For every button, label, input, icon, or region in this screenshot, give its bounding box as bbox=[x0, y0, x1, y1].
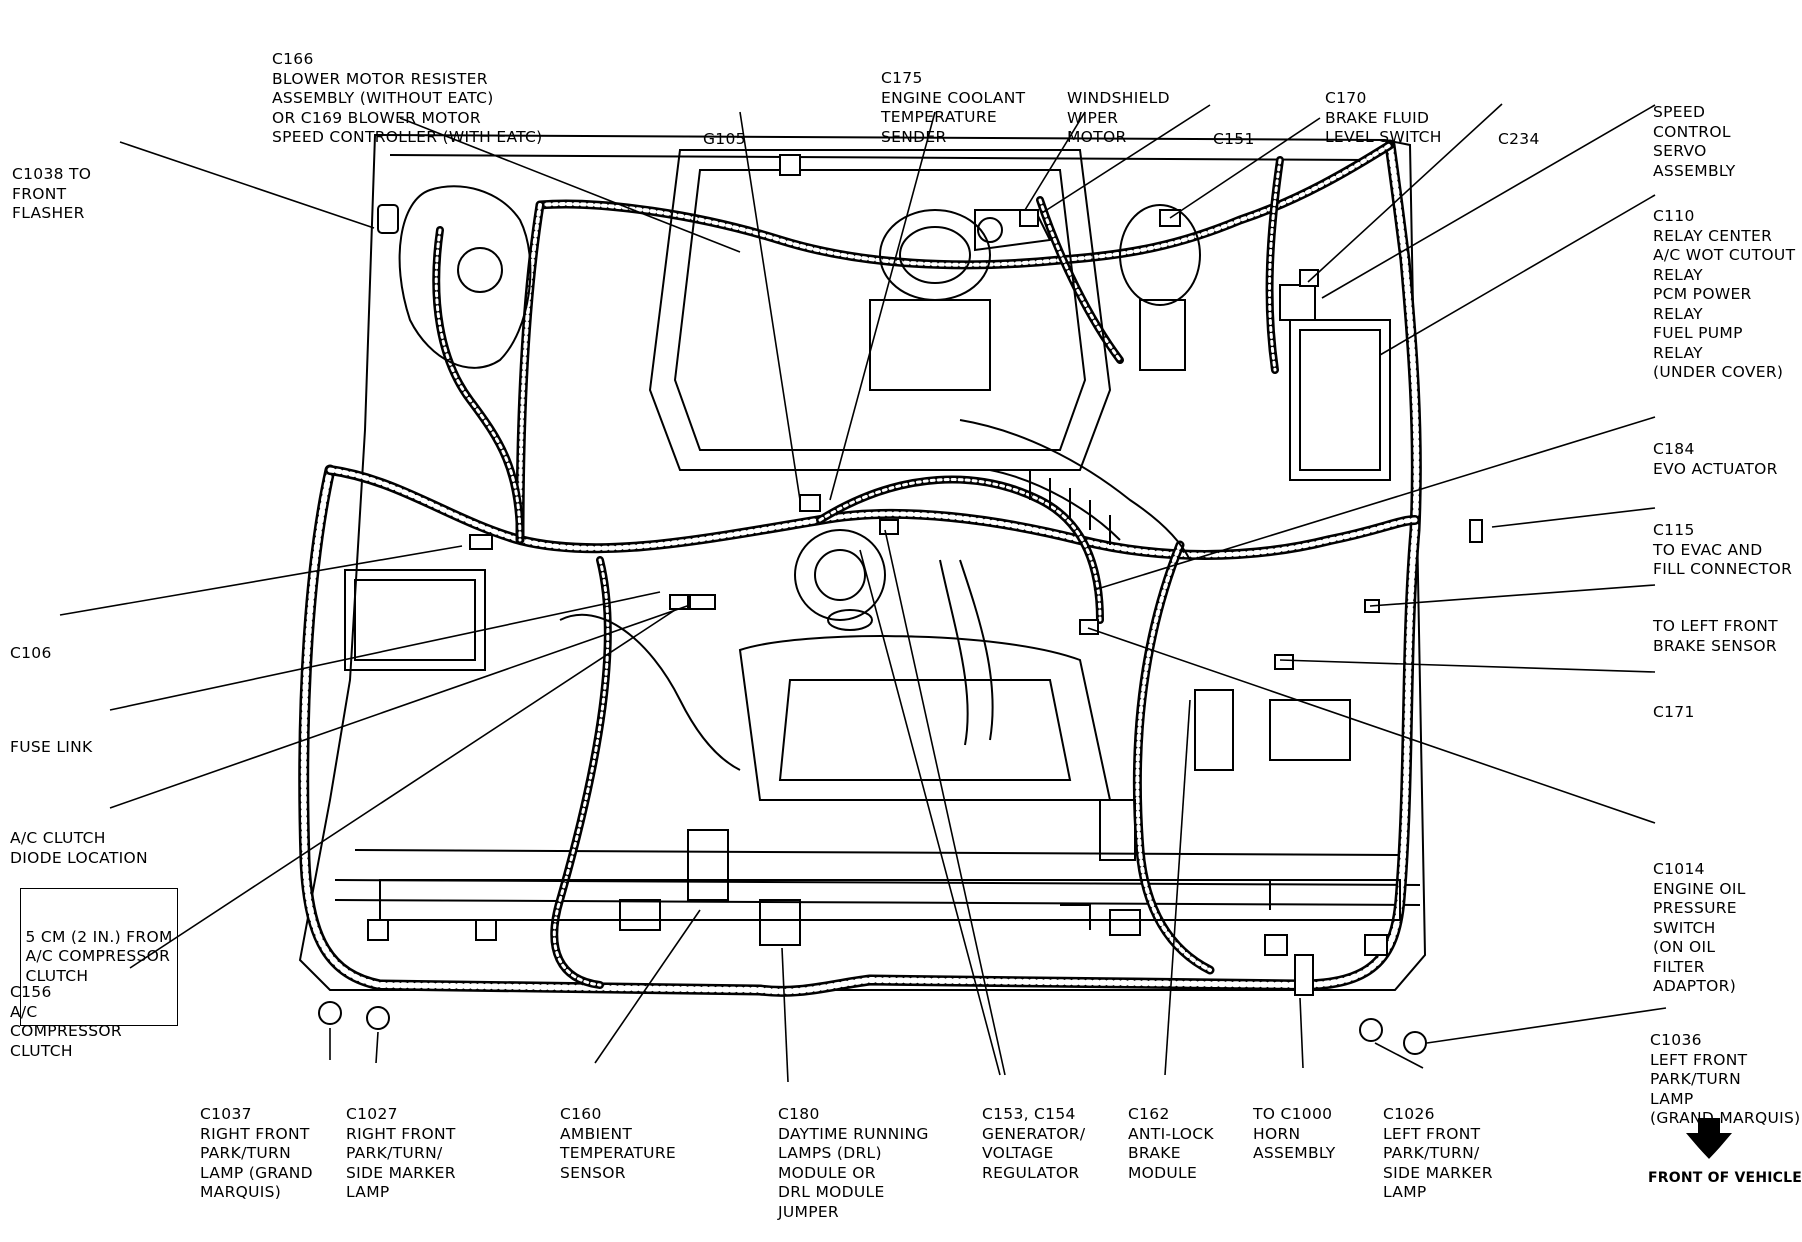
label-c234: C234 bbox=[1498, 130, 1540, 148]
leader-lines bbox=[59, 103, 1667, 1083]
label-c171: C171 bbox=[1653, 703, 1695, 721]
label-c151: C151 bbox=[1213, 130, 1255, 148]
label-g105: G105 bbox=[703, 130, 746, 148]
front-arrow-icon bbox=[1686, 1118, 1732, 1162]
front-of-vehicle-label: FRONT OF VEHICLE bbox=[1648, 1170, 1802, 1186]
connectors bbox=[318, 154, 1483, 1055]
label-c106: C106 bbox=[10, 644, 52, 662]
wiring-harness bbox=[298, 139, 1422, 997]
label-fuse-link: FUSE LINK bbox=[10, 738, 93, 756]
diagram-drawing bbox=[59, 103, 1732, 1162]
engine-components bbox=[344, 149, 1401, 946]
